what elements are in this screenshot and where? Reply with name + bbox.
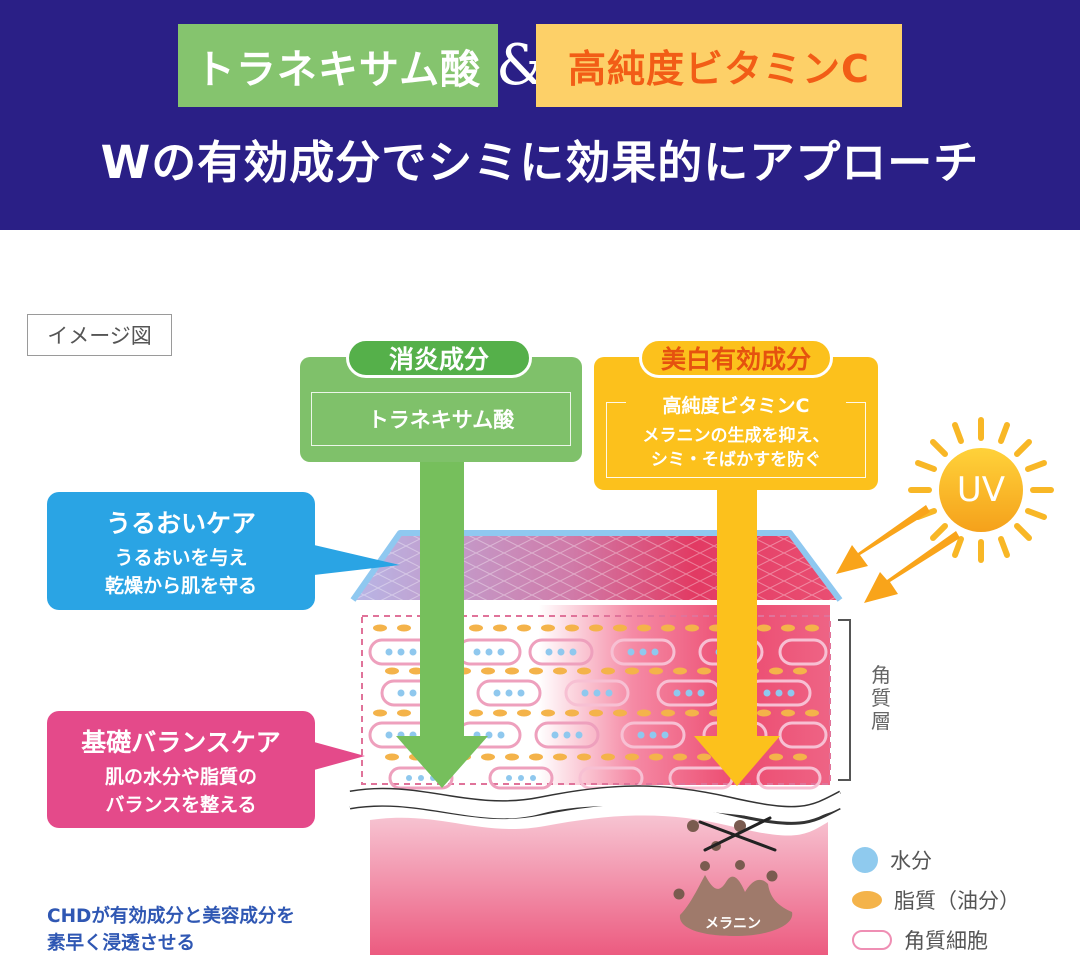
melanin-label: メラニン bbox=[705, 916, 761, 932]
whitening-description: メラニンの生成を抑え、 シミ・そばかすを防ぐ bbox=[642, 426, 830, 470]
image-note-label: イメージ図 bbox=[27, 314, 172, 356]
anti-inflammatory-pill: 消炎成分 bbox=[346, 338, 532, 378]
header-banner: トラネキサム酸 & 高純度ビタミンC Wの有効成分でシミに効果的にアプローチ bbox=[0, 0, 1080, 230]
whitening-box bbox=[594, 357, 878, 490]
oil-icon bbox=[852, 891, 882, 909]
green-arrow bbox=[396, 460, 488, 788]
water-droplet-icon bbox=[852, 847, 878, 873]
cell-icon bbox=[852, 930, 892, 950]
stratum-corneum-label: 角 質 層 bbox=[871, 663, 891, 733]
vitamin-c-label: 高純度ビタミンC bbox=[626, 391, 846, 418]
uv-label: UV bbox=[956, 470, 1006, 510]
legend-water: 水分 bbox=[852, 845, 932, 875]
balance-care-title: 基礎バランスケア bbox=[81, 728, 281, 757]
vitamin-c-tag: 高純度ビタミンC bbox=[536, 24, 902, 107]
whitening-pill: 美白有効成分 bbox=[639, 338, 833, 378]
legend-oil: 脂質（油分） bbox=[852, 885, 1020, 915]
balance-care-body: 肌の水分や脂質の バランスを整える bbox=[104, 766, 257, 816]
balance-care-callout: 基礎バランスケア 肌の水分や脂質の バランスを整える bbox=[47, 711, 315, 828]
moisture-care-callout: うるおいケア うるおいを与え 乾燥から肌を守る bbox=[47, 492, 315, 610]
uv-ray-arrows bbox=[836, 505, 960, 603]
tranexamic-acid-tag: トラネキサム酸 bbox=[178, 24, 498, 107]
skin-diagram bbox=[314, 417, 1054, 955]
yellow-arrow bbox=[694, 488, 780, 786]
sun-icon bbox=[908, 417, 1054, 563]
legend-cell: 角質細胞 bbox=[852, 925, 988, 955]
chd-description: CHDが有効成分と美容成分を 素早く浸透させる bbox=[47, 906, 295, 954]
melanin-blob bbox=[679, 875, 793, 936]
moisture-care-body: うるおいを与え 乾燥から肌を守る bbox=[104, 547, 257, 597]
moisture-care-title: うるおいケア bbox=[105, 509, 256, 538]
tranexamic-acid-label: トラネキサム酸 bbox=[311, 392, 571, 446]
headline: Wの有効成分でシミに効果的にアプローチ bbox=[100, 136, 980, 189]
